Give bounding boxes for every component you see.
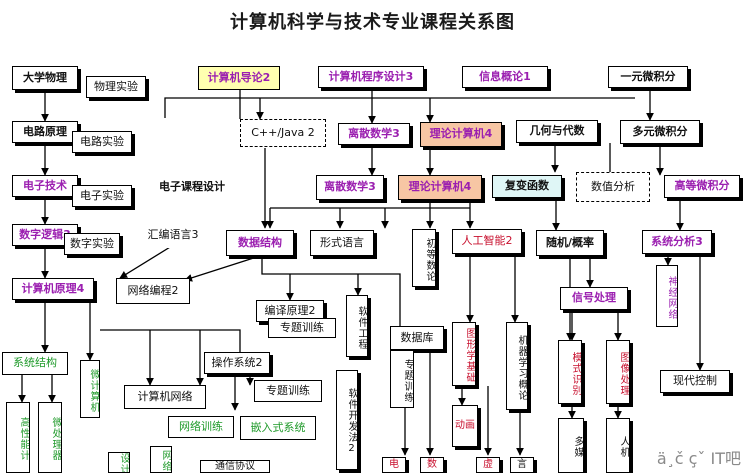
- node-bottom-d: 电: [382, 457, 406, 473]
- node-modern-control: 现代控制: [660, 370, 730, 393]
- node-circuit: 电路原理: [12, 121, 78, 143]
- node-calc-multi: 多元微积分: [620, 120, 700, 144]
- node-micro-comp: 微计算机: [80, 360, 100, 418]
- page-title: 计算机科学与技术专业课程关系图: [230, 12, 515, 33]
- node-comp-principle: 计算机原理4: [12, 278, 94, 300]
- node-cpp-java: C++/Java 2: [240, 119, 326, 147]
- node-physics-lab: 物理实验: [86, 76, 146, 98]
- node-intro: 计算机导论2: [198, 66, 280, 90]
- node-assembly: 汇编语言3: [136, 222, 210, 248]
- node-ai: 人工智能2: [452, 229, 522, 254]
- node-digital-logic: 数字逻辑3: [12, 224, 78, 246]
- node-numerical: 数值分析: [576, 172, 650, 202]
- node-bottom-c: 通信协议: [200, 460, 270, 473]
- node-os: 操作系统2: [204, 352, 270, 374]
- node-graphics: 图形学基础: [452, 322, 476, 386]
- node-hci: 人机: [606, 418, 630, 473]
- node-micro-arch: 微处理器: [38, 402, 62, 473]
- node-programming: 计算机程序设计3: [318, 66, 424, 88]
- node-project-train2: 专题训练: [254, 380, 322, 402]
- node-geometry: 几何与代数: [516, 120, 598, 143]
- node-electronics-lab: 电子实验: [72, 185, 132, 207]
- node-digital-lab: 数字实验: [64, 233, 120, 255]
- node-e-course: 电子课程设计: [148, 175, 236, 199]
- node-systems-analysis: 系统分析3: [642, 230, 712, 254]
- node-bottom-f: 虚: [476, 457, 500, 473]
- node-database: 数据库: [390, 326, 444, 350]
- node-image: 图像处理: [606, 340, 630, 404]
- node-soft-eng: 软件工程: [346, 295, 368, 357]
- node-discrete2: 离散数学3: [316, 175, 384, 200]
- node-animation: 动画: [452, 405, 478, 447]
- node-bottom-a: 设计: [108, 452, 130, 473]
- node-discrete1: 离散数学3: [338, 123, 410, 145]
- node-calc1: 一元微积分: [608, 66, 688, 88]
- node-signal: 信号处理: [560, 287, 628, 310]
- node-bottom-g: 言: [510, 457, 534, 473]
- node-theory1: 理论计算机4: [420, 122, 502, 147]
- node-prob: 随机/概率: [536, 230, 604, 256]
- node-project-train: 专题训练: [268, 318, 336, 338]
- node-circuit-lab: 电路实验: [72, 131, 132, 153]
- node-multi-media: 多媒: [558, 418, 584, 473]
- node-soft-dev: 软件开发法2: [336, 370, 358, 470]
- node-bottom-b: 网络: [150, 446, 172, 473]
- node-adv-calc: 高等微积分: [664, 175, 740, 198]
- node-high-perf: 高性能计: [6, 402, 30, 473]
- node-net-prog: 网络编程2: [116, 278, 190, 304]
- node-info-theory: 信息概论1: [462, 66, 548, 88]
- node-bottom-e: 数: [420, 457, 444, 473]
- node-neural: 神经网络: [656, 265, 678, 327]
- node-data-struct: 数据结构: [226, 230, 294, 256]
- node-elementary-nt: 初等数论: [412, 229, 436, 287]
- node-db-train: 专题训练: [390, 350, 414, 408]
- node-electronics: 电子技术: [12, 175, 78, 197]
- node-compiler: 编译原理2: [256, 300, 324, 322]
- node-sys-struct: 系统结构: [2, 352, 68, 375]
- node-complex: 复变函数: [492, 175, 562, 198]
- node-net-train: 网络训练: [168, 416, 234, 438]
- watermark: ä¸č çˇ IT吧: [656, 449, 741, 468]
- node-embedded: 嵌入式系统: [240, 416, 316, 440]
- node-comp-network: 计算机网络: [124, 385, 206, 409]
- node-physics: 大学物理: [12, 66, 78, 90]
- node-ml: 机器学习概论: [506, 322, 528, 410]
- node-formal-lang: 形式语言: [310, 230, 374, 256]
- node-pattern: 模式识别: [558, 340, 582, 404]
- node-theory2: 理论计算机4: [398, 175, 482, 200]
